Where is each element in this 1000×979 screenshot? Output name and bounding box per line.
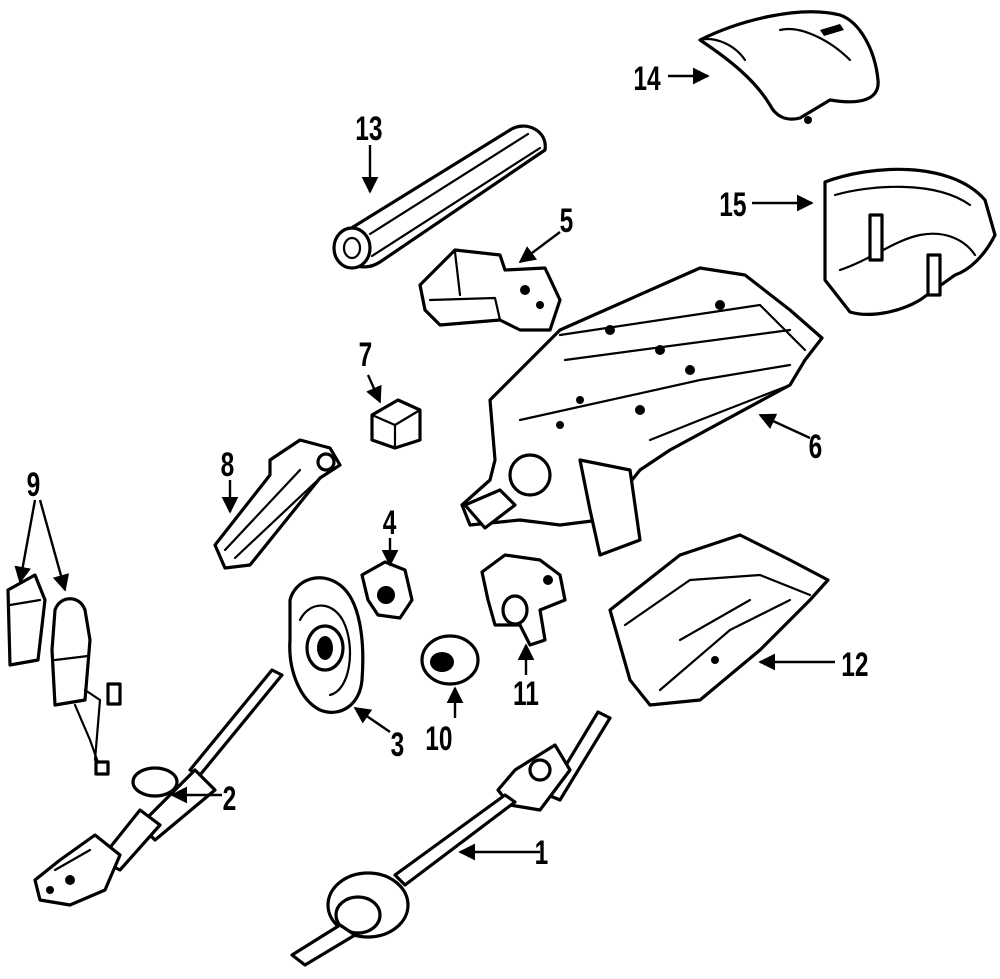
callout-2: 2 bbox=[223, 780, 237, 818]
part-9-sensors[interactable] bbox=[6, 573, 122, 776]
leader-lines bbox=[14, 67, 835, 861]
part-7-block[interactable] bbox=[370, 398, 422, 450]
part-14-upper-shroud[interactable] bbox=[698, 10, 880, 124]
part-6-column-housing[interactable] bbox=[460, 266, 824, 557]
part-12-lower-bracket[interactable] bbox=[608, 533, 830, 707]
part-3-seal[interactable] bbox=[288, 576, 365, 714]
part-5-switch[interactable] bbox=[418, 248, 562, 332]
callout-15: 15 bbox=[719, 186, 746, 224]
part-15-lower-shroud[interactable] bbox=[823, 167, 997, 316]
part-1-lower-shaft[interactable] bbox=[290, 710, 612, 967]
callout-3: 3 bbox=[391, 726, 405, 764]
part-10-bearing[interactable] bbox=[420, 634, 480, 686]
callout-9: 9 bbox=[27, 466, 41, 504]
callout-7: 7 bbox=[359, 336, 373, 374]
callout-1: 1 bbox=[535, 834, 549, 872]
callout-6: 6 bbox=[809, 428, 823, 466]
part-11-bracket[interactable] bbox=[480, 553, 567, 647]
callout-4: 4 bbox=[383, 504, 397, 542]
part-8-lever[interactable] bbox=[213, 438, 342, 570]
callout-8: 8 bbox=[221, 446, 235, 484]
callout-12: 12 bbox=[841, 646, 868, 684]
callout-10: 10 bbox=[425, 720, 452, 758]
callout-11: 11 bbox=[513, 675, 539, 713]
part-2-intermediate-shaft[interactable] bbox=[33, 668, 284, 907]
callout-13: 13 bbox=[355, 110, 382, 148]
callout-14: 14 bbox=[633, 60, 661, 98]
part-4-bushing[interactable] bbox=[360, 560, 414, 620]
callouts: 1 2 3 4 5 6 7 8 9 10 11 12 13 14 15 bbox=[27, 60, 869, 872]
callout-5: 5 bbox=[560, 202, 574, 240]
part-13-tube[interactable] bbox=[332, 124, 547, 270]
